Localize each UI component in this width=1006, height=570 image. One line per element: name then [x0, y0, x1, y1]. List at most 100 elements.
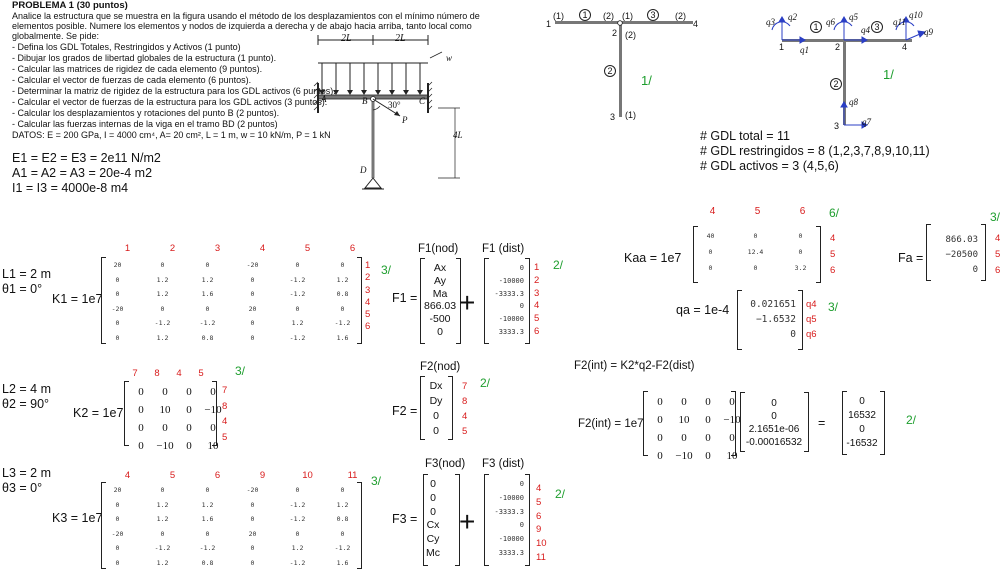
el2-angle: θ2 = 90°	[2, 397, 49, 412]
k2-cell: 0	[130, 420, 152, 436]
f2-row: 5	[462, 424, 467, 439]
k2-cell: 0	[178, 438, 200, 454]
f2int-k-cell: 0	[649, 412, 671, 428]
k3-cell: 0	[140, 527, 185, 542]
kaa-col: 5	[735, 206, 780, 217]
f2int-q-value: -0.00016532	[744, 436, 804, 449]
d1-node-1: 1	[546, 19, 551, 30]
f3-row: 9	[536, 523, 547, 537]
k1-cell: 1.2	[320, 273, 365, 288]
k1-score: 3/	[381, 263, 391, 277]
q9-label: q9	[924, 27, 933, 38]
f3-row: 10	[536, 537, 547, 551]
k1-cell: 1.6	[185, 287, 230, 302]
k1-cell: -1.2	[140, 316, 185, 331]
gdl-active: # GDL activos = 3 (4,5,6)	[700, 159, 839, 174]
f1-row: 2	[534, 275, 539, 288]
k2-cell: 0	[130, 384, 152, 400]
k1-row: 3	[365, 285, 370, 297]
k1-cell: 0	[95, 316, 140, 331]
kaa-cell: 0	[778, 228, 823, 244]
f3-dist-value: -3333.3	[488, 506, 524, 520]
f1-nod-value: Ma	[424, 288, 456, 301]
qa-row: q6	[806, 327, 817, 342]
k1-col: 6	[330, 243, 375, 254]
angle-label: 30°	[388, 100, 401, 111]
k3-cell: 1.2	[140, 556, 185, 570]
f2int-k-cell: 0	[697, 394, 719, 410]
given-A: A1 = A2 = A3 = 20e-4 m2	[12, 166, 152, 181]
f1-nod-title: F1(nod)	[418, 242, 458, 257]
task-7: - Calcular los desplazamientos y rotacio…	[12, 108, 279, 119]
k2-cell: 0	[202, 420, 224, 436]
f2int-k-cell: 0	[673, 394, 695, 410]
fa-row: 6	[995, 263, 1000, 279]
datos-line: DATOS: E = 200 GPa, I = 4000 cm⁴, A= 20 …	[12, 130, 331, 141]
fa-row: 5	[995, 247, 1000, 263]
k1-col: 3	[195, 243, 240, 254]
k1-cell: 0	[230, 331, 275, 346]
f2int-score: 2/	[906, 413, 916, 427]
q2-label: q2	[788, 12, 797, 23]
k2-cell: −10	[202, 402, 224, 418]
qa-label: qa = 1e-4	[676, 303, 729, 318]
k3-cell: 1.2	[320, 498, 365, 513]
k3-cell: 20	[230, 527, 275, 542]
k1-row: 2	[365, 272, 370, 284]
q4-label: q4	[861, 25, 870, 36]
kaa-cell: 12.4	[733, 244, 778, 260]
k2-cell: 10	[202, 438, 224, 454]
k3-cell: 0	[230, 556, 275, 570]
k1-cell: -1.2	[275, 273, 320, 288]
k3-cell: 0	[185, 527, 230, 542]
k2-cell: 0	[178, 402, 200, 418]
k3-col: 5	[150, 470, 195, 481]
plus-sign-f3: +	[459, 508, 475, 536]
kaa-cell: 0	[733, 228, 778, 244]
f1-row: 4	[534, 300, 539, 313]
q3-label: q3	[766, 17, 775, 28]
f3-dist-value: -10000	[488, 533, 524, 547]
q6-label: q6	[826, 17, 835, 28]
k3-col: 10	[285, 470, 330, 481]
fa-value: −20500	[930, 248, 978, 263]
k2-cell: 10	[154, 402, 176, 418]
k3-cell: 1.6	[185, 512, 230, 527]
f1-nod-value: 866.03	[424, 300, 456, 313]
k1-cell: -1.2	[275, 287, 320, 302]
el3-angle: θ3 = 0°	[2, 481, 42, 496]
el3-length: L3 = 2 m	[2, 466, 51, 481]
qa-value: 0.021651	[741, 297, 796, 312]
f1-dist-value: -3333.3	[488, 288, 524, 301]
k1-cell: 0	[275, 302, 320, 317]
k1-cell: -1.2	[275, 331, 320, 346]
k2-row: 8	[222, 399, 227, 415]
intro-line-3: globalmente. Se pide:	[12, 31, 99, 42]
k2-cell: 0	[154, 420, 176, 436]
k3-cell: 1.2	[140, 498, 185, 513]
f2int-q-value: 0	[744, 410, 804, 423]
el2-length: L2 = 4 m	[2, 382, 51, 397]
d1-local-3: (1)	[625, 110, 636, 121]
d1-node-3: 3	[610, 112, 615, 123]
node-A-label: A	[321, 94, 327, 105]
f3-nod-title: F3(nod)	[425, 457, 465, 472]
f2int-equals: =	[818, 416, 825, 431]
kaa-row: 5	[830, 247, 835, 263]
f2-nod-value: 0	[423, 424, 449, 439]
k2-col: 5	[190, 368, 212, 379]
k1-cell: 0	[95, 331, 140, 346]
k3-col: 11	[330, 470, 375, 481]
k3-cell: 1.2	[140, 512, 185, 527]
k3-cell: 0	[320, 483, 365, 498]
q1-label: q1	[800, 45, 809, 56]
k1-cell: 1.6	[320, 331, 365, 346]
f3-nod-value: Mc	[424, 547, 442, 561]
k3-cell: 0	[95, 512, 140, 527]
